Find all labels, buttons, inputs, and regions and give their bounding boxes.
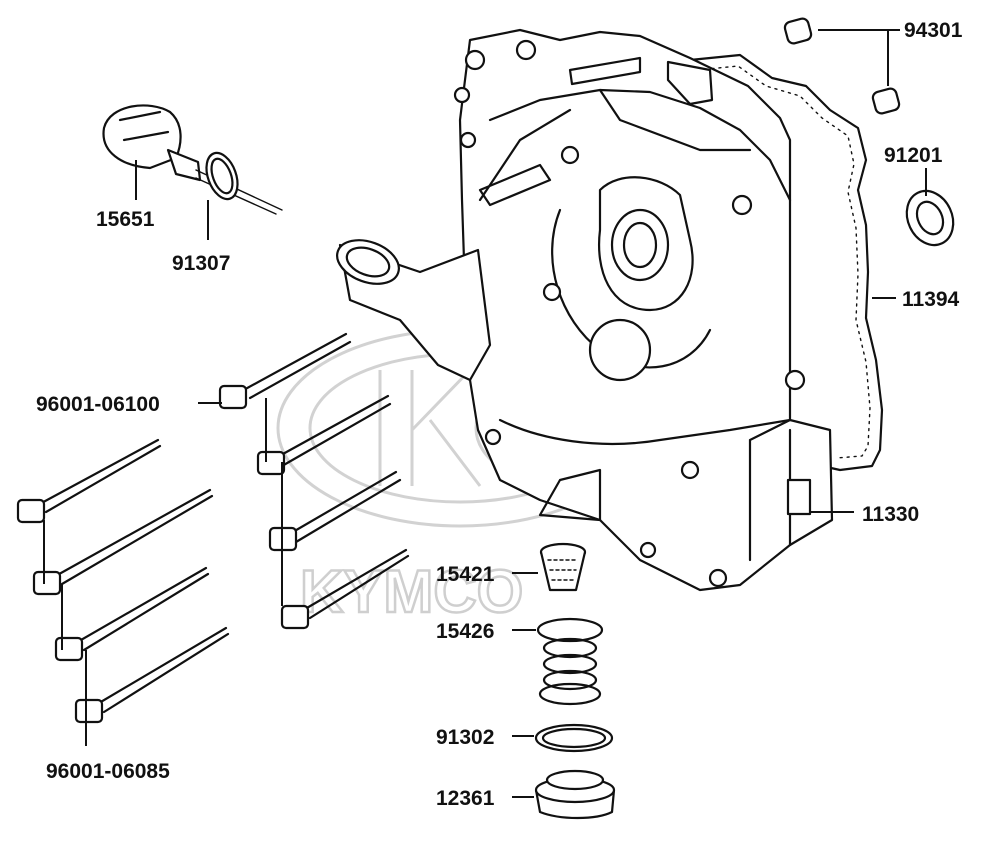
o-ring-91307 xyxy=(205,151,239,240)
oil-seal-91201 xyxy=(905,168,955,247)
label-15421: 15421 xyxy=(436,563,495,586)
cover-spout xyxy=(336,239,492,382)
label-94301: 94301 xyxy=(904,19,963,42)
label-15426: 15426 xyxy=(436,620,494,643)
label-11394: 11394 xyxy=(902,288,960,311)
label-91302: 91302 xyxy=(436,726,494,749)
right-crankcase-cover-11330 xyxy=(453,28,834,592)
label-15651: 15651 xyxy=(96,208,155,231)
label-12361: 12361 xyxy=(436,787,495,810)
label-96001-06100: 96001-06100 xyxy=(36,393,160,416)
label-91201: 91201 xyxy=(884,144,943,167)
gasket-11394 xyxy=(688,53,884,472)
strainer-15421 xyxy=(512,542,587,592)
spring-15426 xyxy=(512,617,604,706)
label-11330: 11330 xyxy=(862,503,919,526)
label-96001-06085: 96001-06085 xyxy=(46,760,170,783)
o-ring-91302 xyxy=(512,723,614,753)
label-91307: 91307 xyxy=(172,252,230,275)
bolt-group-96001-06085 xyxy=(16,438,230,746)
dowel-pin-94301 xyxy=(783,17,901,115)
drain-plug-12361 xyxy=(512,769,616,820)
bolt-group-96001-06100 xyxy=(198,332,410,630)
oil-dipstick-15651 xyxy=(102,104,283,215)
